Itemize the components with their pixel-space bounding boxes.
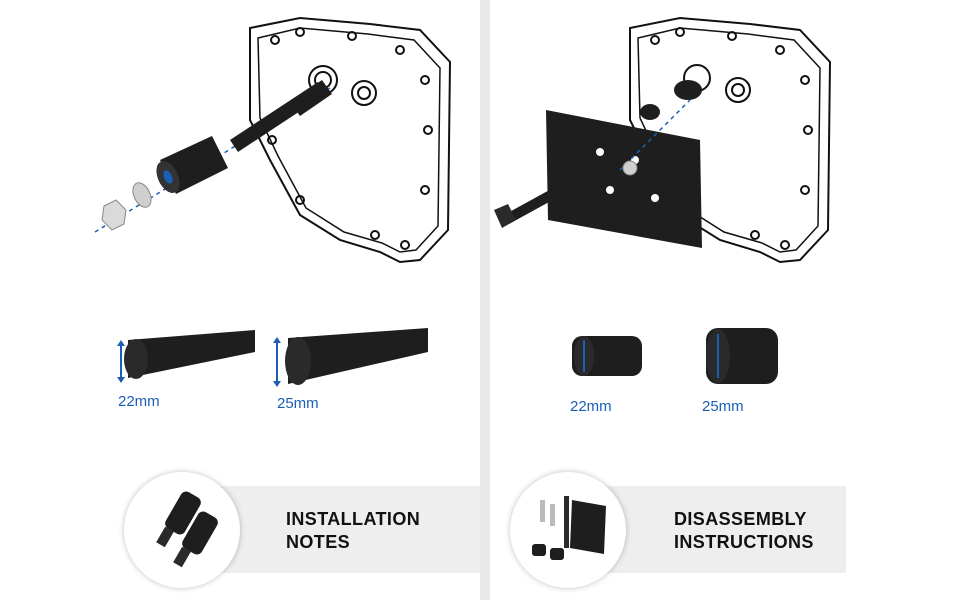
cup-small <box>674 80 702 100</box>
forcing-screw <box>494 165 600 228</box>
disassembly-panel: 22mm 25mm DISASSEMBLY INSTRUCTIONS <box>490 0 970 600</box>
puller-cup-25mm <box>706 328 778 384</box>
collet-25mm <box>273 328 428 387</box>
title-line-1: INSTALLATION <box>286 509 421 529</box>
installation-illustration <box>94 16 452 387</box>
puller-kit-icon <box>510 472 626 588</box>
puller-cup-22mm <box>572 336 642 376</box>
size-label-22mm: 22mm <box>570 398 612 415</box>
size-label-25mm: 25mm <box>277 395 319 412</box>
collet-shaft <box>230 80 332 152</box>
disassembly-instructions-title: DISASSEMBLY INSTRUCTIONS <box>674 508 814 554</box>
size-label-22mm: 22mm <box>118 393 160 410</box>
washer <box>132 182 152 208</box>
hex-nut <box>101 199 127 231</box>
sleeve-cylinder <box>156 136 228 194</box>
bolt-head <box>622 160 638 176</box>
installation-panel: 22mm 25mm INSTALLATION NOTES <box>0 0 480 600</box>
puller-plate <box>546 110 702 248</box>
size-label-25mm: 25mm <box>702 398 744 415</box>
installation-notes-title: INSTALLATION NOTES <box>286 508 420 554</box>
cup-tiny <box>640 104 660 120</box>
title-line-2: NOTES <box>286 532 351 552</box>
cam-plate-gasket <box>249 16 452 264</box>
collet-22mm <box>117 330 255 383</box>
two-collet-tools-icon <box>124 472 240 588</box>
title-line-2: INSTRUCTIONS <box>674 532 814 552</box>
panel-divider <box>480 0 490 600</box>
title-line-1: DISASSEMBLY <box>674 509 807 529</box>
disassembly-illustration <box>494 16 832 384</box>
